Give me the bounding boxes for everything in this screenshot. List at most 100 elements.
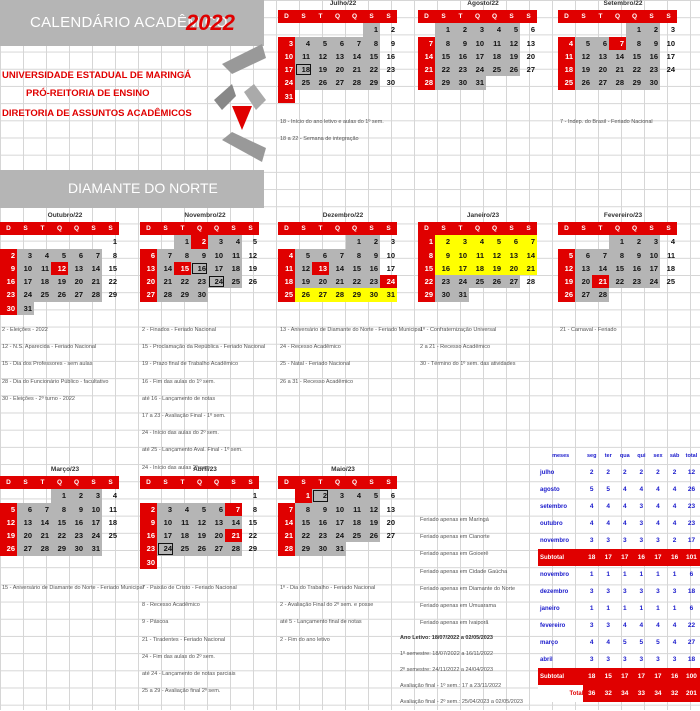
day-cell: 7 [157, 248, 174, 262]
day-cell: 2 [643, 23, 660, 37]
calendar-note: 2 - Finados - Feriado Nacional [142, 327, 216, 333]
stats-header: total [685, 452, 698, 459]
stats-value: 3 [656, 656, 660, 663]
stats-value: 15 [600, 668, 617, 685]
weekday-header: S [102, 476, 119, 490]
stats-value: 5 [622, 639, 627, 646]
stats-value: 3 [639, 520, 644, 527]
day-cell: 14 [520, 248, 537, 262]
weekday-header: Q [469, 222, 486, 236]
weekday-header: Q [208, 476, 225, 490]
day-cell: 4 [112, 491, 117, 501]
empty-day-cell [312, 23, 329, 36]
day-cell: 8 [51, 502, 68, 516]
stats-value: 4 [672, 486, 677, 493]
day-cell: 9 [390, 38, 395, 48]
day-cell: 26 [0, 542, 17, 556]
weekday-header: Q [609, 10, 626, 24]
stats-value: 4 [606, 639, 611, 646]
day-cell: 16 [68, 515, 85, 530]
day-cell: 2 [626, 235, 643, 249]
stats-row-label: novembro [540, 571, 570, 578]
day-cell: 23 [386, 65, 395, 75]
stats-value: 4 [622, 486, 627, 493]
stats-value: 4 [622, 503, 627, 510]
weekday-header: S [363, 10, 380, 24]
day-cell: 21 [609, 63, 626, 77]
day-cell: 8 [346, 248, 363, 262]
calendar-note: Feriado apenas em Goioerê [420, 551, 489, 558]
weekday-header: S [295, 222, 312, 236]
weekday-header: Q [51, 476, 68, 490]
day-cell: 28 [526, 277, 535, 287]
day-cell: 15 [248, 517, 257, 527]
day-cell: 21 [85, 275, 102, 289]
day-cell: 9 [0, 261, 17, 276]
stats-value: 4 [656, 622, 660, 629]
day-cell: 5 [558, 248, 575, 262]
day-cell: 21 [34, 529, 51, 543]
page-year: 2022 [186, 10, 235, 35]
day-cell: 18 [225, 261, 242, 276]
day-cell: 26 [575, 76, 592, 90]
day-cell: 15 [626, 49, 643, 64]
empty-day-cell [174, 489, 191, 502]
calendar-note: Feriado apenas em Umuarama [420, 603, 497, 609]
day-cell: 13 [140, 261, 157, 276]
empty-day-cell [312, 235, 329, 248]
weekday-header: T [312, 222, 329, 236]
day-cell: 12 [558, 261, 575, 276]
day-cell: 22 [363, 63, 380, 77]
day-cell: 29 [346, 288, 363, 302]
stats-value: 4 [672, 520, 677, 527]
stats-value: 17 [633, 668, 650, 685]
weekday-header: D [278, 476, 295, 490]
day-cell: 14 [278, 515, 295, 530]
stats-value: 2 [589, 469, 594, 476]
day-cell: 6 [329, 36, 346, 50]
day-cell: 22 [51, 529, 68, 543]
day-cell: 19 [312, 63, 329, 77]
day-cell: 6 [17, 502, 34, 516]
day-cell: 4 [469, 235, 486, 249]
day-cell: 14 [609, 49, 626, 64]
day-cell: 3 [469, 23, 486, 37]
day-cell: 25 [346, 529, 363, 543]
weekday-header: Q [346, 10, 363, 24]
day-cell: 1 [609, 235, 626, 249]
weekday-header: S [435, 10, 452, 24]
day-cell: 17 [85, 515, 102, 530]
day-cell: 3 [17, 248, 34, 262]
day-cell: 19 [575, 63, 592, 77]
stats-value: 3 [622, 656, 627, 663]
stats-value: 1 [589, 571, 594, 578]
stats-value: 17 [649, 549, 667, 566]
day-cell: 9 [312, 502, 329, 516]
calendar-note: 13 - Aniversário de Diamante do Norte - … [280, 327, 422, 333]
stats-value: 4 [672, 622, 677, 629]
weekday-header: S [660, 222, 677, 236]
weekday-header: Q [191, 476, 208, 490]
day-cell: 10 [386, 250, 395, 260]
day-cell: 18 [34, 275, 51, 289]
day-cell: 11 [346, 502, 363, 516]
weekday-header: S [102, 222, 119, 236]
day-cell: 6 [140, 248, 157, 262]
day-cell: 7 [592, 248, 609, 262]
day-cell: 23 [140, 542, 157, 556]
day-cell: 18 [278, 275, 295, 289]
day-cell: 1 [174, 235, 191, 249]
day-cell: 4 [295, 36, 312, 50]
campus-banner: DIAMANTE DO NORTE [0, 170, 264, 208]
weekday-header: S [242, 476, 259, 490]
day-cell: 17 [666, 51, 675, 61]
day-cell: 30 [312, 542, 329, 556]
day-cell: 8 [295, 502, 312, 516]
empty-day-cell [558, 235, 575, 248]
day-cell: 4 [558, 36, 575, 50]
day-cell: 1 [112, 237, 117, 247]
